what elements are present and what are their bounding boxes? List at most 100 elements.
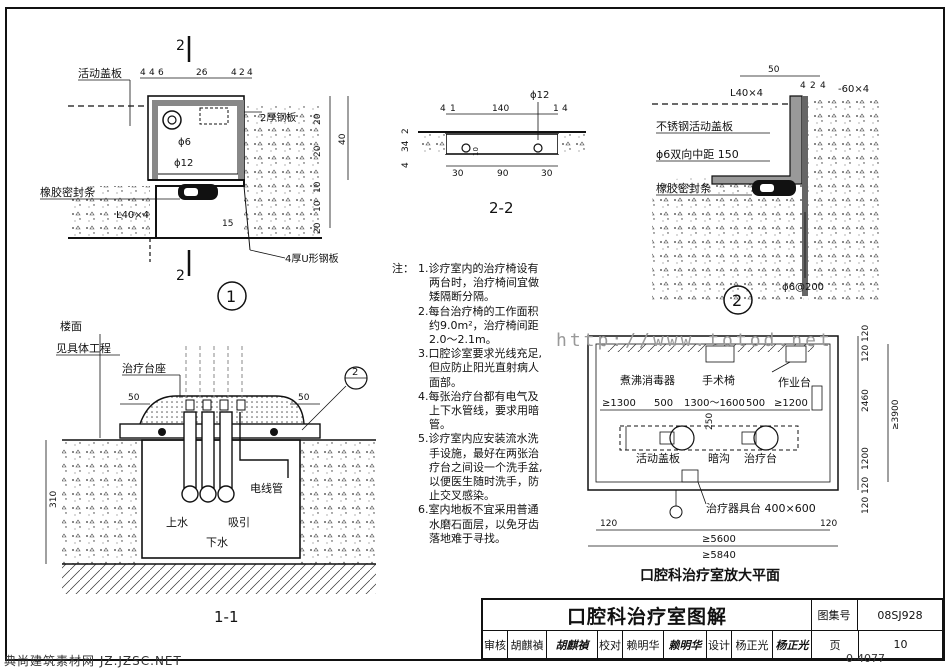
plan-dim-5600: ≥5600	[702, 534, 736, 545]
label-seal: 橡胶密封条	[40, 185, 95, 199]
note-line: 矮隔断分隔。	[418, 290, 495, 304]
notes-block: 注： 1.诊疗室内的治疗椅设有 两台时，治疗椅间宜做 矮隔断分隔。 2.每台治疗…	[392, 262, 582, 546]
label-treatment-base: 治疗台座	[122, 361, 166, 375]
note-line: 约9.0m²，治疗椅间距	[418, 318, 539, 332]
callout-1-number: 1	[226, 287, 236, 306]
dim22-left-3: 4	[401, 162, 411, 168]
label-phi12: ϕ12	[174, 158, 193, 169]
note-line: 1.诊疗室内的治疗椅设有	[418, 262, 539, 275]
dim2-small-2: 2	[810, 81, 816, 91]
dim22-top-2: 1	[450, 104, 456, 114]
plan-dim-row-3: 1300～1600	[684, 398, 745, 409]
note-line: 3.口腔诊室要求光线充足,	[418, 347, 542, 361]
enlarged-plan: 煮沸消毒器 手术椅 作业台 ≥1300 500 1300～1600 500 ≥1…	[587, 325, 901, 584]
plan-title: 口腔科治疗室放大平面	[640, 567, 780, 584]
dim-top-3: 6	[158, 68, 164, 78]
dim-top-5: 4	[231, 68, 237, 78]
section-2-2-title: 2-2	[489, 199, 514, 217]
note-line: 4.每张治疗台都有电气及	[418, 389, 539, 403]
label-cover: 活动盖板	[78, 66, 122, 80]
label-sterilizer: 煮沸消毒器	[620, 373, 675, 387]
label-surgery-chair: 手术椅	[702, 373, 735, 387]
plan-dim-right-1: 120	[861, 325, 871, 342]
plan-dim-row-1: ≥1300	[602, 398, 636, 409]
plan-dim-120a: 120	[600, 519, 617, 529]
dim22-bot-1: 30	[452, 169, 464, 179]
note-line: 面部。	[418, 375, 462, 389]
dim22-top-1: 4	[440, 104, 446, 114]
label-phi12-2: ϕ12	[530, 90, 549, 101]
label-angle: L40×4	[116, 210, 149, 221]
check-name: 赖明华	[623, 631, 664, 658]
watermark-url: http://www.totod.net	[556, 330, 833, 351]
design-signature: 杨正光	[773, 631, 812, 658]
dim-right-3: 40	[338, 133, 348, 145]
dim-right-1: 20	[313, 113, 323, 125]
plan-dim-5840: ≥5840	[702, 550, 736, 561]
dim2-small-1: 4	[800, 81, 806, 91]
label-drain: 下水	[206, 536, 228, 549]
label2-flat-bar: -60×4	[838, 84, 869, 95]
label-conduit: 电线管	[250, 481, 283, 495]
check-label: 校对	[598, 631, 623, 658]
dim-right-6: 20	[313, 222, 323, 234]
image-code: 0-4077	[846, 652, 885, 665]
dim-15: 15	[222, 219, 233, 229]
label-suction: 吸引	[228, 515, 250, 529]
dim-top-1: 4	[140, 68, 146, 78]
plan-dim-row-5: ≥1200	[774, 398, 808, 409]
dim22-left-1: 2	[401, 128, 411, 134]
plan-dim-right-2: 120	[861, 345, 871, 362]
title-block: 口腔科治疗室图解 图集号 08SJ928 审核 胡麒禎 胡麒禎 校对 赖明华 赖…	[481, 598, 944, 660]
note-line: 管。	[418, 418, 451, 432]
plan-dim-row-2: 500	[654, 398, 673, 409]
dim-right-2: 20	[313, 145, 323, 157]
dim22-top-5: 4	[562, 104, 568, 114]
plan-dim-250: 250	[705, 413, 715, 430]
section-mark-top: 2	[176, 38, 185, 54]
note-line: 2.0～2.1m。	[418, 333, 497, 347]
review-label: 审核	[483, 631, 508, 658]
note-line: 止交叉感染。	[418, 489, 495, 503]
callout-2-number: 2	[732, 291, 742, 310]
dim11-50a: 50	[128, 393, 140, 403]
note-line: 两台时，治疗椅间宜做	[418, 276, 539, 290]
plan-dim-right-3: 2460	[861, 389, 871, 412]
section-mark-bottom: 2	[176, 268, 185, 284]
page-number: 10	[893, 638, 908, 651]
note-line: 但应防止阳光直射病人	[418, 361, 539, 375]
dim22-top-3: 140	[492, 104, 509, 114]
note-line: 疗台之间设一个洗手盆,	[418, 460, 543, 474]
section-1-1: 楼面 见具体工程 治疗台座 2 50 50 电线管 上水 吸引 下水 310 1…	[45, 319, 376, 626]
atlas-label: 图集号	[811, 600, 858, 631]
note-line: 5.诊疗室内应安装流水洗	[418, 432, 539, 446]
check-signature: 赖明华	[664, 631, 707, 658]
label-workbench: 作业台	[778, 375, 811, 389]
label2-angle: L40×4	[730, 88, 763, 99]
label-see-project: 见具体工程	[56, 341, 111, 355]
detail-2: 50 L40×4 4 2 4 -60×4 不锈钢活动盖板 ϕ6双向中距 150 …	[652, 65, 880, 315]
label-water-supply: 上水	[166, 516, 188, 529]
label-floor: 楼面	[60, 319, 82, 333]
dim22-top-4: 1	[553, 104, 559, 114]
notes-head: 注：	[392, 262, 414, 275]
note-line: 上下水管线，要求用暗	[418, 404, 539, 418]
label-treatment-table: 治疗台	[744, 451, 777, 465]
label-plan-cover: 活动盖板	[636, 451, 680, 465]
section-2-2: ϕ12 4 1 140 1 4 30 90 30 2 34 4 10 2-2	[401, 90, 586, 217]
detail-1: 2 2 4 4 6 26 4 2 4	[40, 36, 349, 311]
note-line: 水磨石面层，以免牙齿	[418, 517, 539, 531]
notes-list: 1.诊疗室内的治疗椅设有 两台时，治疗椅间宜做 矮隔断分隔。 2.每台治疗椅的工…	[392, 262, 582, 546]
label2-rebar: ϕ6双向中距 150	[656, 147, 739, 161]
plan-dim-3900: ≥3900	[891, 399, 901, 430]
design-name: 杨正光	[732, 631, 773, 658]
atlas-number: 08SJ928	[858, 600, 942, 631]
note-line: 手设施，最好在两张治	[418, 446, 539, 460]
label-trench: 暗沟	[708, 451, 730, 465]
label-instrument-table: 治疗器具台 400×600	[706, 501, 816, 515]
plan-dim-right-5: 120	[861, 477, 871, 494]
dim-right-5: 10	[313, 200, 323, 212]
dim-right-4: 10	[313, 181, 323, 193]
